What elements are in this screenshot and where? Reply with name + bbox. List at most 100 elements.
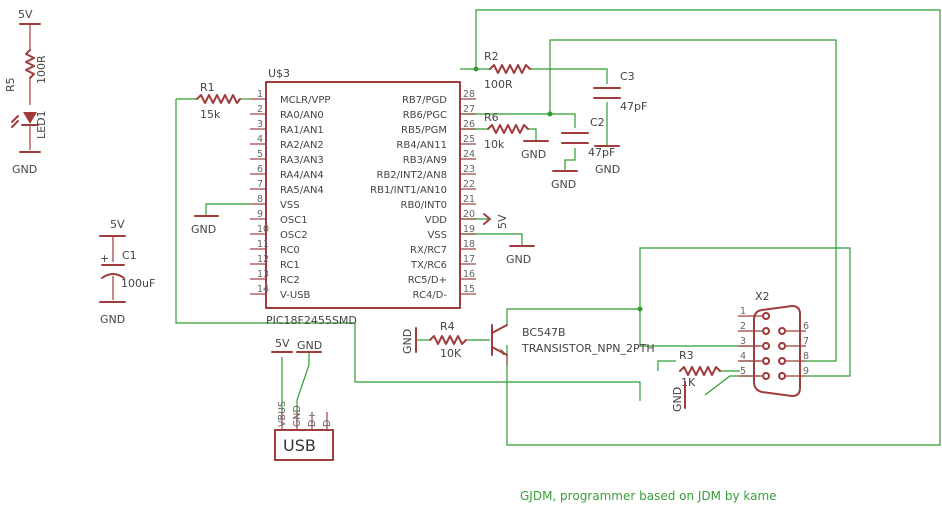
u3-left-pin-label: VSS bbox=[280, 200, 300, 211]
u3-left-pin-number: 4 bbox=[257, 134, 263, 145]
u3-left-pin-label: RA3/AN3 bbox=[280, 155, 324, 166]
x2-shell[interactable] bbox=[753, 305, 801, 397]
u3-right-pin-label: RB6/PGC bbox=[403, 110, 447, 121]
r1-resistor[interactable] bbox=[196, 94, 241, 104]
u3-right-pin-label: RC4/D- bbox=[413, 290, 448, 301]
q1-part: TRANSISTOR_NPN_2PTH bbox=[521, 342, 655, 355]
u3-right-pin-label: RB2/INT2/AN8 bbox=[377, 170, 448, 181]
led1-gnd-label: GND bbox=[12, 163, 37, 176]
r3-resistor[interactable] bbox=[679, 366, 721, 376]
u3-right-pin-number: 21 bbox=[463, 194, 475, 205]
c3-capacitor: C3 47pF GND bbox=[593, 70, 647, 176]
u3-body[interactable] bbox=[265, 81, 461, 309]
u3-right-pin-label: RB1/INT1/AN10 bbox=[370, 185, 447, 196]
u3-right-pin-label: RB0/INT0 bbox=[401, 200, 447, 211]
vdd-5v-arrow bbox=[483, 213, 491, 225]
x2-right-pin-number: 8 bbox=[803, 351, 809, 362]
q1-collector bbox=[491, 324, 508, 334]
led1-ray2 bbox=[11, 120, 19, 128]
u3-name: U$3 bbox=[268, 67, 290, 80]
usb-label: USB bbox=[283, 436, 316, 455]
c1-plus: + bbox=[100, 252, 109, 265]
u3-right-pin-label: RX/RC7 bbox=[410, 245, 447, 256]
x2-contact bbox=[762, 372, 771, 380]
x2-left-pin-number: 5 bbox=[740, 366, 746, 377]
wire-r6-gnd bbox=[528, 128, 537, 140]
wire-r3-left bbox=[657, 360, 676, 371]
q1-emitter-arrow bbox=[500, 348, 507, 355]
x2-left-pin-number: 2 bbox=[740, 321, 746, 332]
r6-resistor[interactable] bbox=[487, 124, 529, 134]
u3-right-pin-number: 16 bbox=[463, 269, 475, 280]
usb-gnd-label: GND bbox=[297, 339, 322, 352]
u3-right-pin-number: 17 bbox=[463, 254, 475, 265]
u3-right-pin-label: RB5/PGM bbox=[401, 125, 447, 136]
gnd-pin8-label: GND bbox=[191, 223, 216, 236]
r3-resistor-group: R3 1K GND bbox=[671, 349, 721, 412]
r5-supply-label: 5V bbox=[18, 8, 33, 21]
usb-pin-label: VBUS bbox=[277, 401, 288, 427]
wire-c2-gnd bbox=[564, 148, 576, 170]
u3-pic: U$3 PIC18F2455SMD 1MCLR/VPP2RA0/AN03RA1/… bbox=[250, 67, 476, 327]
x2-contact bbox=[778, 357, 787, 365]
credit-text: GJDM, programmer based on JDM by kame bbox=[520, 489, 777, 503]
c3-value: 47pF bbox=[620, 100, 647, 113]
r1-value: 15k bbox=[200, 108, 221, 121]
x2-contact bbox=[778, 372, 787, 380]
q1-name: BC547B bbox=[522, 326, 566, 339]
u3-left-pin-label: RC1 bbox=[280, 260, 300, 271]
u3-left-pin-label: RA4/AN4 bbox=[280, 170, 324, 181]
u3-right-pin-number: 23 bbox=[463, 164, 475, 175]
u3-right-pin-label: VSS bbox=[427, 230, 447, 241]
u3-left-pin-label: RA2/AN2 bbox=[280, 140, 324, 151]
u3-right-pin-number: 27 bbox=[463, 104, 475, 115]
wire-collector bbox=[506, 247, 851, 377]
x2-right-pin-number: 6 bbox=[803, 321, 809, 332]
gnd-pin19: GND bbox=[506, 245, 535, 266]
u3-right-pin-number: 19 bbox=[463, 224, 475, 235]
c1-plate-bottom bbox=[101, 273, 125, 279]
r3-name: R3 bbox=[679, 349, 694, 362]
u3-left-pin-number: 6 bbox=[257, 164, 263, 175]
r4-resistor[interactable] bbox=[429, 335, 467, 345]
c3-gnd-label: GND bbox=[595, 163, 620, 176]
u3-right-pin-number: 18 bbox=[463, 239, 475, 250]
x2-right-pin-number: 7 bbox=[803, 336, 809, 347]
r4-name: R4 bbox=[440, 320, 455, 333]
u3-right-pin-label: RC5/D+ bbox=[408, 275, 447, 286]
c3-name: C3 bbox=[620, 70, 635, 83]
c1-name: C1 bbox=[122, 249, 137, 262]
c2-capacitor: C2 47pF GND bbox=[551, 116, 615, 191]
r5-led-branch: 5V GND R5 100R LED1 bbox=[4, 8, 48, 176]
u3-left-pin-number: 11 bbox=[257, 239, 269, 250]
led1-diode[interactable] bbox=[23, 112, 37, 124]
u3-left-pin-label: RA0/AN0 bbox=[280, 110, 324, 121]
u3-left-pin-number: 14 bbox=[257, 284, 269, 295]
usb-pin-label: GND bbox=[292, 405, 303, 427]
r2-resistor[interactable] bbox=[489, 64, 531, 74]
u3-right-pin-label: RB7/PGD bbox=[402, 95, 447, 106]
u3-right-pin-number: 24 bbox=[463, 149, 475, 160]
u3-left-pin-number: 5 bbox=[257, 149, 263, 160]
x2-left-pin-number: 1 bbox=[740, 306, 746, 317]
r5-resistor[interactable] bbox=[25, 49, 35, 79]
u3-left-pin-number: 13 bbox=[257, 269, 269, 280]
u3-right-pin-number: 15 bbox=[463, 284, 475, 295]
u3-left-pin-number: 7 bbox=[257, 179, 263, 190]
wire-collector-x2 bbox=[639, 309, 760, 347]
led1-ray1 bbox=[11, 115, 19, 123]
wire-vss-gnd bbox=[205, 203, 250, 215]
u3-left-pin-number: 2 bbox=[257, 104, 263, 115]
x2-contact bbox=[762, 312, 771, 320]
u3-right-pin-label: RB4/AN11 bbox=[396, 140, 447, 151]
q1-transistor: BC547B TRANSISTOR_NPN_2PTH bbox=[491, 324, 655, 365]
r5-value: 100R bbox=[35, 55, 48, 84]
u3-left-pin-label: V-USB bbox=[280, 290, 311, 301]
vdd-5v-label: 5V bbox=[496, 214, 509, 229]
